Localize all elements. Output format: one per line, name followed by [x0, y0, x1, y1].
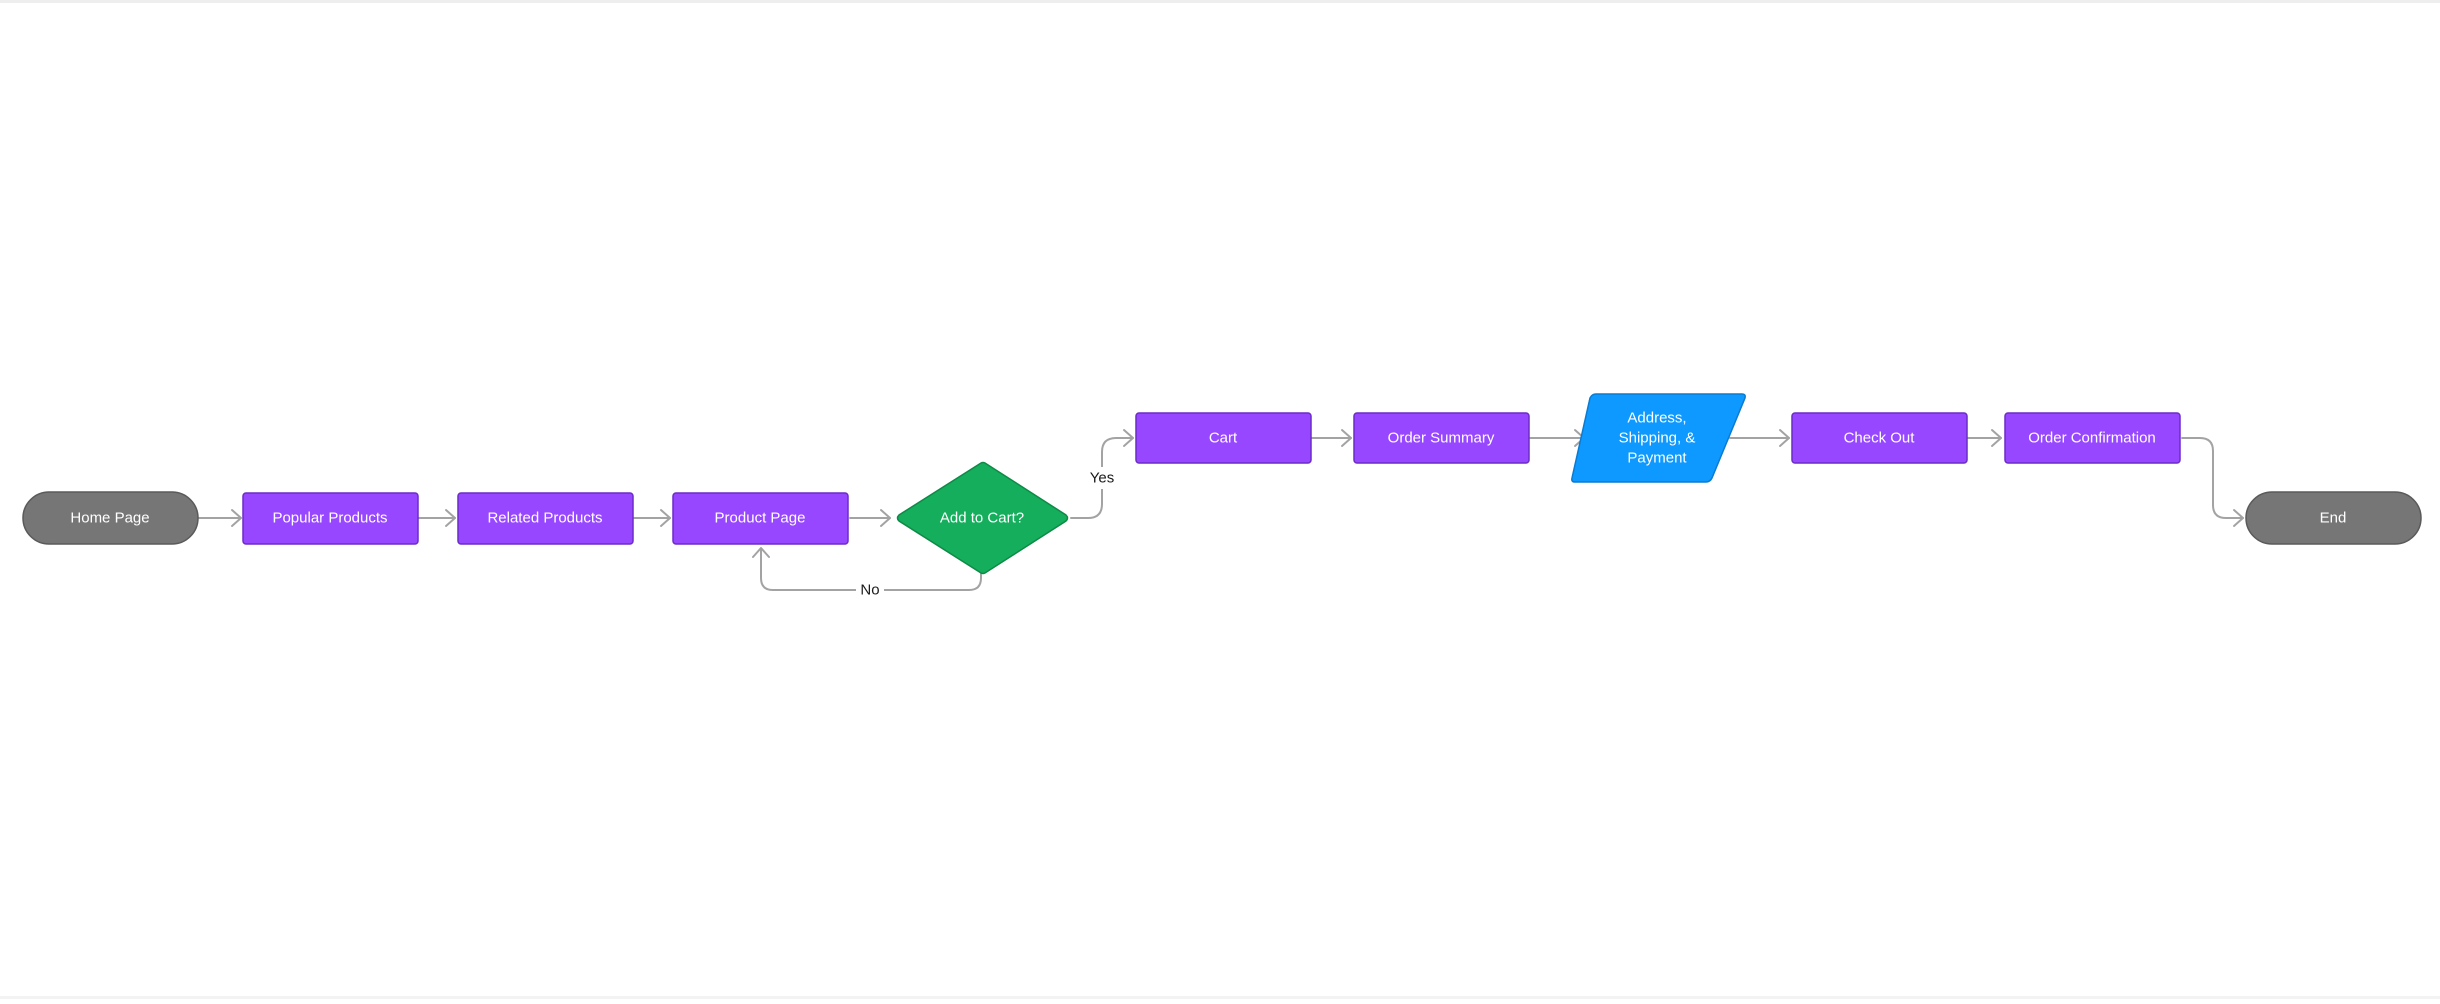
yes-label-bg — [1088, 467, 1116, 489]
node-product-page[interactable]: Product Page — [672, 492, 849, 545]
arrowhead-popular — [231, 509, 242, 527]
terminal-shape — [22, 491, 199, 545]
node-order-summary[interactable]: Order Summary — [1353, 412, 1530, 464]
node-check-out[interactable]: Check Out — [1791, 412, 1968, 464]
edge-labels: Yes No — [856, 467, 1116, 601]
arrowhead-product — [660, 509, 671, 527]
yes-label: Yes — [1090, 470, 1114, 487]
node-label: Order Summary — [1388, 430, 1495, 447]
node-label: Popular Products — [272, 510, 387, 527]
arrowhead-product-return — [752, 547, 770, 558]
node-label: Cart — [1209, 430, 1238, 447]
process-shape — [2004, 412, 2181, 464]
node-label: Add to Cart? — [940, 510, 1024, 527]
arrowhead-decision — [880, 509, 891, 527]
process-shape — [1791, 412, 1968, 464]
node-end[interactable]: End — [2245, 491, 2422, 545]
arrowhead-end — [2233, 509, 2244, 527]
node-label: Order Confirmation — [2028, 430, 2156, 447]
node-home-page[interactable]: Home Page — [22, 491, 199, 545]
top-divider — [0, 0, 2440, 3]
process-shape — [242, 492, 419, 545]
nodes: Home Page Popular Products Related Produ… — [22, 393, 2422, 575]
io-shape — [1571, 393, 1746, 483]
decision-shape — [896, 461, 1069, 575]
terminal-shape — [2245, 491, 2422, 545]
edge-confirmation-to-end — [2181, 437, 2244, 519]
arrowhead-cart — [1123, 429, 1134, 447]
node-label: Check Out — [1844, 430, 1916, 447]
node-label: Related Products — [487, 510, 602, 527]
node-related-products[interactable]: Related Products — [457, 492, 634, 545]
node-label-line-1: Address, — [1627, 410, 1686, 427]
bottom-divider — [0, 996, 2440, 999]
arrowhead-confirmation — [1991, 429, 2002, 447]
arrowhead-related — [445, 509, 456, 527]
node-label-line-3: Payment — [1627, 450, 1687, 467]
process-shape — [457, 492, 634, 545]
arrowhead-summary — [1341, 429, 1352, 447]
process-shape — [1135, 412, 1312, 464]
node-order-confirmation[interactable]: Order Confirmation — [2004, 412, 2181, 464]
node-label-line-2: Shipping, & — [1619, 430, 1696, 447]
node-add-to-cart-decision[interactable]: Add to Cart? — [896, 461, 1069, 575]
node-label: Product Page — [715, 510, 806, 527]
node-popular-products[interactable]: Popular Products — [242, 492, 419, 545]
no-label-bg — [856, 579, 884, 601]
node-label: End — [2320, 510, 2347, 527]
node-cart[interactable]: Cart — [1135, 412, 1312, 464]
process-shape — [672, 492, 849, 545]
no-label: No — [860, 582, 879, 599]
node-address-shipping-payment[interactable]: Address, Shipping, & Payment — [1571, 393, 1746, 483]
node-label: Home Page — [70, 510, 149, 527]
arrowhead-checkout — [1779, 429, 1790, 447]
process-shape — [1353, 412, 1530, 464]
connectors — [198, 429, 2244, 591]
